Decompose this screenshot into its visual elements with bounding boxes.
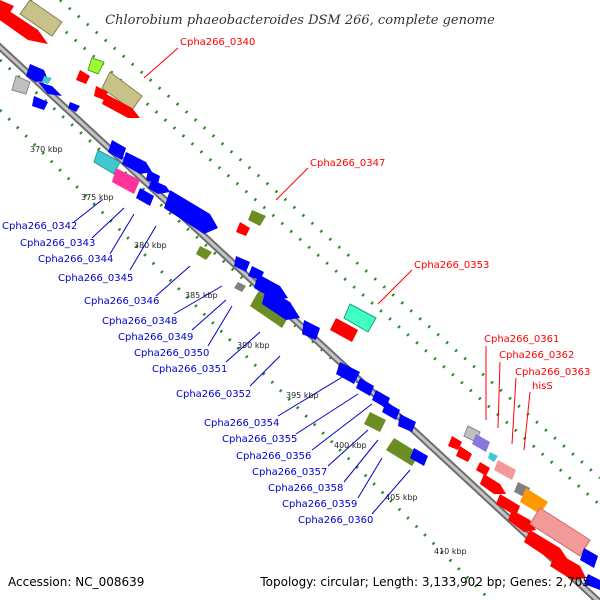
gene-label: Cpha266_0357	[252, 467, 327, 478]
gene-arrow-red	[0, 5, 48, 44]
gene-arrow-blue	[146, 170, 160, 184]
gene-arrow-cyan	[93, 149, 121, 175]
gene-arrow-blue	[136, 188, 154, 206]
gene-arrow-red	[448, 436, 462, 450]
kbp-tick-label: 385 kbp	[185, 291, 218, 300]
kbp-tick-label: 410 kbp	[434, 547, 467, 556]
gene-arrow-blue	[254, 274, 288, 300]
gene-arrow-red	[456, 446, 472, 462]
gene-arrow-blue	[410, 448, 428, 466]
gene-arrow-blue	[302, 320, 320, 340]
gene-arrow-lime	[87, 57, 105, 75]
gene-arrow-blue	[164, 190, 218, 234]
gene-label: Cpha266_0345	[58, 273, 133, 284]
gene-label: Cpha266_0360	[298, 515, 373, 526]
gene-arrow-blue	[234, 256, 250, 272]
topology-text: Topology: circular; Length: 3,133,902 bp…	[259, 575, 590, 589]
gene-arrow-red	[236, 222, 250, 236]
gene-arrow-blue	[32, 96, 48, 110]
gene-arrow-blue	[38, 82, 62, 96]
gene-arrow-khaki	[19, 0, 63, 37]
gene-arrow-pink	[529, 507, 591, 557]
gene-arrow-red	[0, 0, 14, 16]
gene-label: Cpha266_0363	[515, 367, 590, 378]
gene-label: Cpha266_0342	[2, 221, 77, 232]
gene-label: Cpha266_0348	[102, 316, 177, 327]
gene-arrow-cyan	[488, 452, 498, 462]
blue-gene-labels: Cpha266_0342 Cpha266_0343 Cpha266_0344 C…	[2, 199, 411, 526]
gene-arrow-olive	[248, 210, 266, 226]
gene-label: Cpha266_0351	[152, 364, 227, 375]
gene-label: Cpha266_0340	[180, 37, 255, 48]
gene-arrow-orange	[520, 488, 548, 514]
gene-arrow-blue	[108, 140, 126, 160]
gene-label: Cpha266_0346	[84, 296, 159, 307]
gene-arrow-red	[102, 94, 140, 118]
gene-arrow-red	[476, 462, 490, 476]
gene-arrow-blue	[584, 574, 600, 590]
gene-arrow-blue	[336, 362, 360, 384]
gene-arrow-olive	[250, 292, 290, 328]
gene-arrow-red	[76, 70, 90, 84]
gene-arrow-red	[94, 86, 108, 100]
gene-label: hisS	[532, 381, 553, 392]
gene-arrow-olive	[386, 438, 420, 466]
gene-arrow-blue	[382, 402, 400, 420]
kbp-tick-label: 380 kbp	[134, 241, 167, 250]
accession-text: Accession: NC_008639	[8, 575, 144, 589]
gene-label: Cpha266_0352	[176, 389, 251, 400]
gene-arrow-lavender	[472, 434, 490, 452]
gene-arrow-red	[480, 474, 506, 494]
gene-label: Cpha266_0354	[204, 418, 279, 429]
gene-label: Cpha266_0355	[222, 434, 297, 445]
gene-arrow-lightgray	[11, 75, 31, 95]
gene-arrow-red	[550, 552, 586, 580]
map-title: Chlorobium phaeobacteroides DSM 266, com…	[105, 13, 495, 28]
gene-arrow-magenta	[112, 168, 140, 194]
kbp-tick-label: 405 kbp	[385, 493, 418, 502]
inner-guide-track-lower	[0, 108, 492, 600]
gene-arrow-olive	[196, 246, 212, 260]
gene-arrow-blue	[262, 288, 300, 320]
gene-label: Cpha266_0344	[38, 254, 113, 265]
genome-backbone	[0, 42, 600, 600]
gene-label: Cpha266_0349	[118, 332, 193, 343]
gene-arrow-blue	[26, 64, 48, 82]
kbp-tick-label: 375 kbp	[81, 193, 114, 202]
gene-label: Cpha266_0362	[499, 350, 574, 361]
outer-guide-track-lower	[59, 0, 600, 480]
gene-label: Cpha266_0359	[282, 499, 357, 510]
gene-label: Cpha266_0356	[236, 451, 311, 462]
red-gene-labels: Cpha266_0340 Cpha266_0347 Cpha266_0353 C…	[143, 37, 590, 451]
gene-arrow-blue	[356, 378, 374, 396]
gene-arrow-olive	[364, 412, 386, 432]
kbp-tick-label: 395 kbp	[286, 391, 319, 400]
gene-arrow-mint	[343, 303, 377, 333]
kbp-ticks: 370 kbp 375 kbp 380 kbp 385 kbp 390 kbp …	[30, 145, 467, 556]
gene-label: Cpha266_0361	[484, 334, 559, 345]
gene-label: Cpha266_0347	[310, 158, 385, 169]
gene-arrow-blue	[68, 102, 80, 112]
gene-arrow-blue	[148, 180, 170, 194]
kbp-tick-label: 390 kbp	[237, 341, 270, 350]
gene-label: Cpha266_0350	[134, 348, 209, 359]
gene-arrow-red	[330, 318, 358, 342]
gene-arrow-gray	[234, 282, 246, 292]
gene-label: Cpha266_0358	[268, 483, 343, 494]
gene-arrow-blue	[580, 548, 598, 568]
kbp-tick-label: 370 kbp	[30, 145, 63, 154]
gene-arrow-red	[496, 494, 520, 516]
gene-arrow-cyan	[42, 76, 52, 84]
gene-arrow-red	[508, 510, 536, 532]
gene-label: Cpha266_0353	[414, 260, 489, 271]
gene-arrow-blue	[398, 414, 416, 432]
gene-arrow-blue	[122, 152, 152, 174]
gene-label: Cpha266_0343	[20, 238, 95, 249]
gene-arrow-pink	[494, 460, 516, 480]
